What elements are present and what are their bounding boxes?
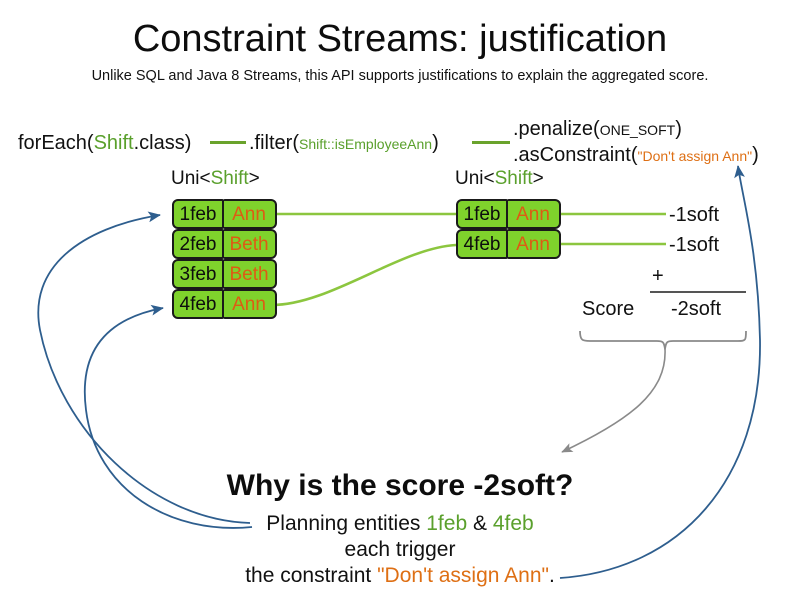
code-foreach-call: forEach(	[18, 132, 94, 154]
stream-label-left-type: Shift	[210, 168, 249, 189]
code-filter-rest: )	[432, 132, 439, 154]
explanation-amp: &	[467, 512, 493, 535]
explanation-line-1-prefix: Planning entities	[266, 512, 427, 535]
code-foreach-type: Shift	[93, 132, 134, 154]
tuple-row[interactable]: 3feb Beth	[172, 259, 277, 289]
explanation-line-1: Planning entities 1feb & 4feb	[0, 511, 800, 537]
explanation-line-3-suffix: .	[548, 564, 555, 587]
score-impact-2: -1soft	[669, 234, 720, 256]
tuple-date: 2feb	[172, 229, 224, 259]
explanation-constraint-name: "Don't assign Ann"	[377, 564, 549, 587]
tuple-date: 4feb	[456, 229, 508, 259]
explanation-line-3-prefix: the constraint	[245, 564, 378, 587]
tuple-row[interactable]: 2feb Beth	[172, 229, 277, 259]
score-total: -2soft	[671, 298, 722, 320]
stream-label-left-prefix: Uni<	[171, 168, 211, 189]
explanation-entity-b: 4feb	[492, 512, 534, 535]
stream-label-right-prefix: Uni<	[455, 168, 495, 189]
code-foreach: forEach(Shift.class)	[18, 131, 191, 155]
pipeline-connector-1	[210, 141, 246, 144]
explanation-heading: Why is the score -2soft?	[226, 469, 574, 502]
code-filter: .filter(Shift::isEmployeeAnn)	[249, 131, 439, 156]
stream-label-right: Uni<Shift>	[455, 168, 544, 190]
score-explanation-arrow-icon	[561, 348, 666, 453]
stream-label-left: Uni<Shift>	[171, 168, 260, 190]
tuple-row[interactable]: 1feb Ann	[172, 199, 277, 229]
tuple-date: 3feb	[172, 259, 224, 289]
score-operator: +	[652, 265, 664, 287]
tuple-employee: Ann	[223, 199, 277, 229]
tuple-employee: Ann	[507, 229, 561, 259]
score-sum-rule	[650, 291, 746, 293]
code-foreach-rest: .class)	[133, 132, 192, 154]
code-as-constraint-call: .asConstraint(	[513, 144, 638, 166]
page-subtitle: Unlike SQL and Java 8 Streams, this API …	[91, 68, 709, 84]
code-as-constraint: .asConstraint("Don't assign Ann")	[513, 143, 759, 168]
code-penalize-call: .penalize(	[513, 118, 600, 140]
stream-label-right-type: Shift	[494, 168, 533, 189]
tuple-employee: Ann	[223, 289, 277, 319]
pipeline-connector-2	[472, 141, 510, 144]
tuple-employee: Beth	[223, 259, 277, 289]
code-as-constraint-arg: "Don't assign Ann"	[637, 148, 753, 164]
tuple-date: 1feb	[456, 199, 508, 229]
stream-label-left-suffix: >	[248, 168, 260, 189]
code-as-constraint-rest: )	[752, 144, 759, 166]
stream-connector-4feb	[271, 243, 457, 307]
score-label: Score	[582, 298, 635, 320]
tuple-employee: Ann	[507, 199, 561, 229]
explanation-line-3: the constraint "Don't assign Ann".	[0, 563, 800, 589]
explanation-line-2: each trigger	[344, 538, 456, 561]
stream-label-right-suffix: >	[532, 168, 544, 189]
code-filter-arg: Shift::isEmployeeAnn	[299, 136, 433, 152]
tuple-list-left: 1feb Ann 2feb Beth 3feb Beth 4feb Ann	[172, 199, 277, 319]
tuple-list-right: 1feb Ann 4feb Ann	[456, 199, 561, 259]
code-filter-call: .filter(	[249, 132, 299, 154]
tuple-date: 4feb	[172, 289, 224, 319]
code-penalize-rest: )	[675, 118, 682, 140]
score-impact-1: -1soft	[669, 204, 720, 226]
tuple-row[interactable]: 4feb Ann	[456, 229, 561, 259]
tuple-employee: Beth	[223, 229, 277, 259]
page-title: Constraint Streams: justification	[132, 18, 668, 60]
tuple-row[interactable]: 1feb Ann	[456, 199, 561, 229]
code-penalize-arg: ONE_SOFT	[599, 122, 676, 138]
explanation-entity-a: 1feb	[426, 512, 468, 535]
curly-brace-icon	[579, 330, 747, 350]
tuple-date: 1feb	[172, 199, 224, 229]
code-penalize: .penalize(ONE_SOFT)	[513, 117, 682, 142]
tuple-row[interactable]: 4feb Ann	[172, 289, 277, 319]
